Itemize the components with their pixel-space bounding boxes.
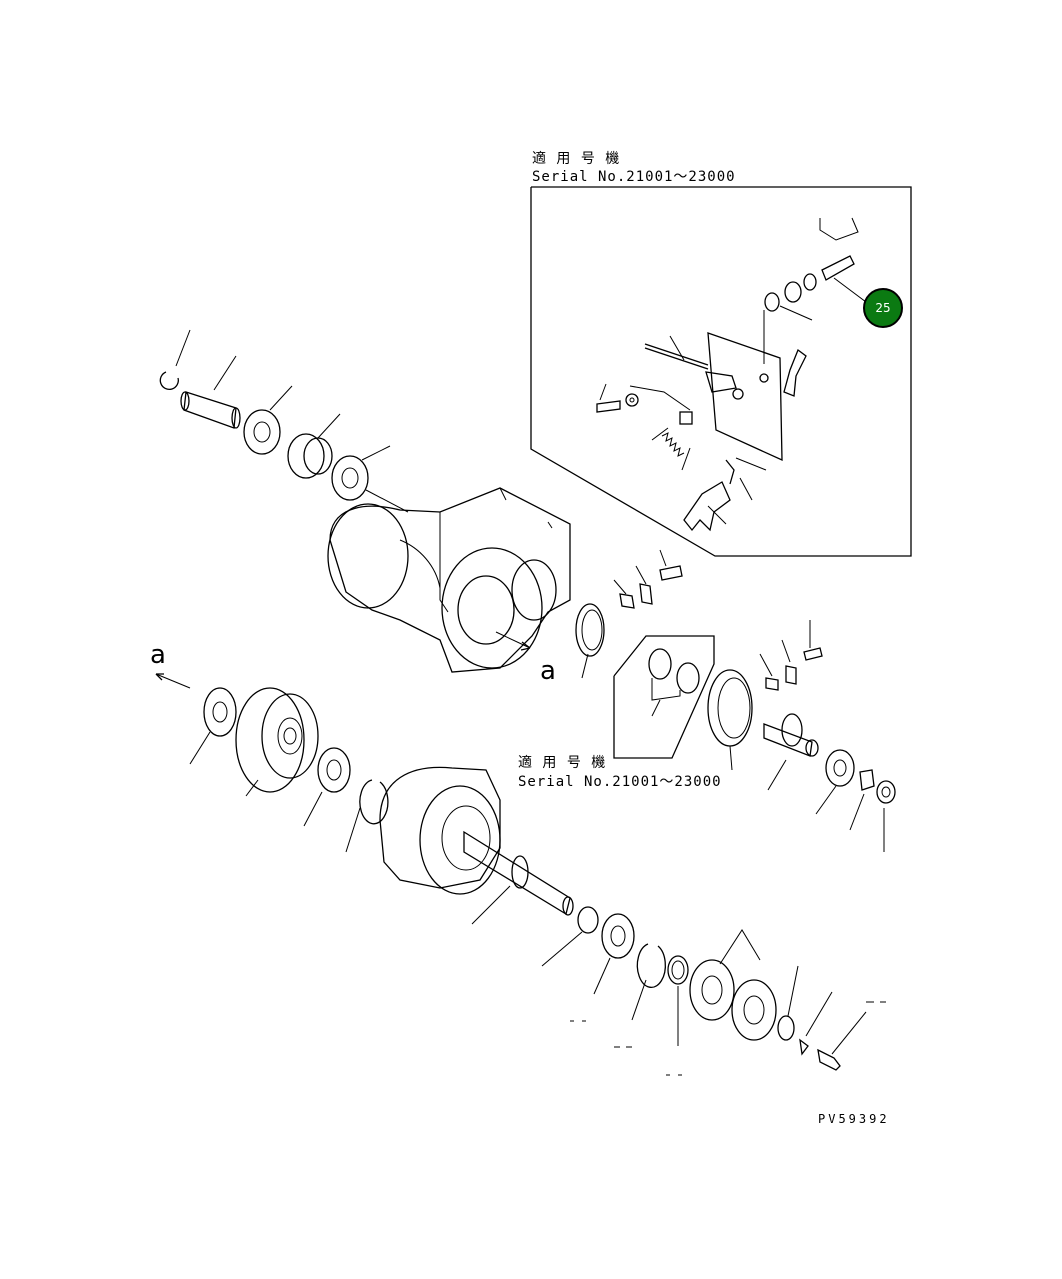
view-marker-right: a — [540, 656, 556, 686]
output-gear-right-group — [707, 620, 896, 852]
inset-middle-applicability: 適 用 号 機 — [518, 755, 607, 771]
inset-frame-middle — [613, 635, 715, 759]
inset-top-serial: Serial No.21001〜23000 — [532, 169, 736, 185]
callout-ticks — [570, 1001, 886, 1076]
bracket-gear-right — [575, 549, 683, 679]
drive-shaft-assembly — [379, 766, 867, 1071]
transmission-case — [327, 487, 571, 673]
callout-25-badge[interactable]: 25 — [863, 288, 903, 328]
input-shaft-group — [159, 329, 409, 513]
drawing-number: PV59392 — [818, 1112, 890, 1126]
output-gear-left-group — [155, 673, 389, 853]
inset-frame-top — [530, 186, 912, 557]
view-marker-left: a — [150, 640, 166, 670]
shift-lever-assembly — [596, 217, 867, 532]
inset-top-applicability: 適 用 号 機 — [532, 151, 621, 167]
inset-middle-serial: Serial No.21001〜23000 — [518, 774, 722, 790]
